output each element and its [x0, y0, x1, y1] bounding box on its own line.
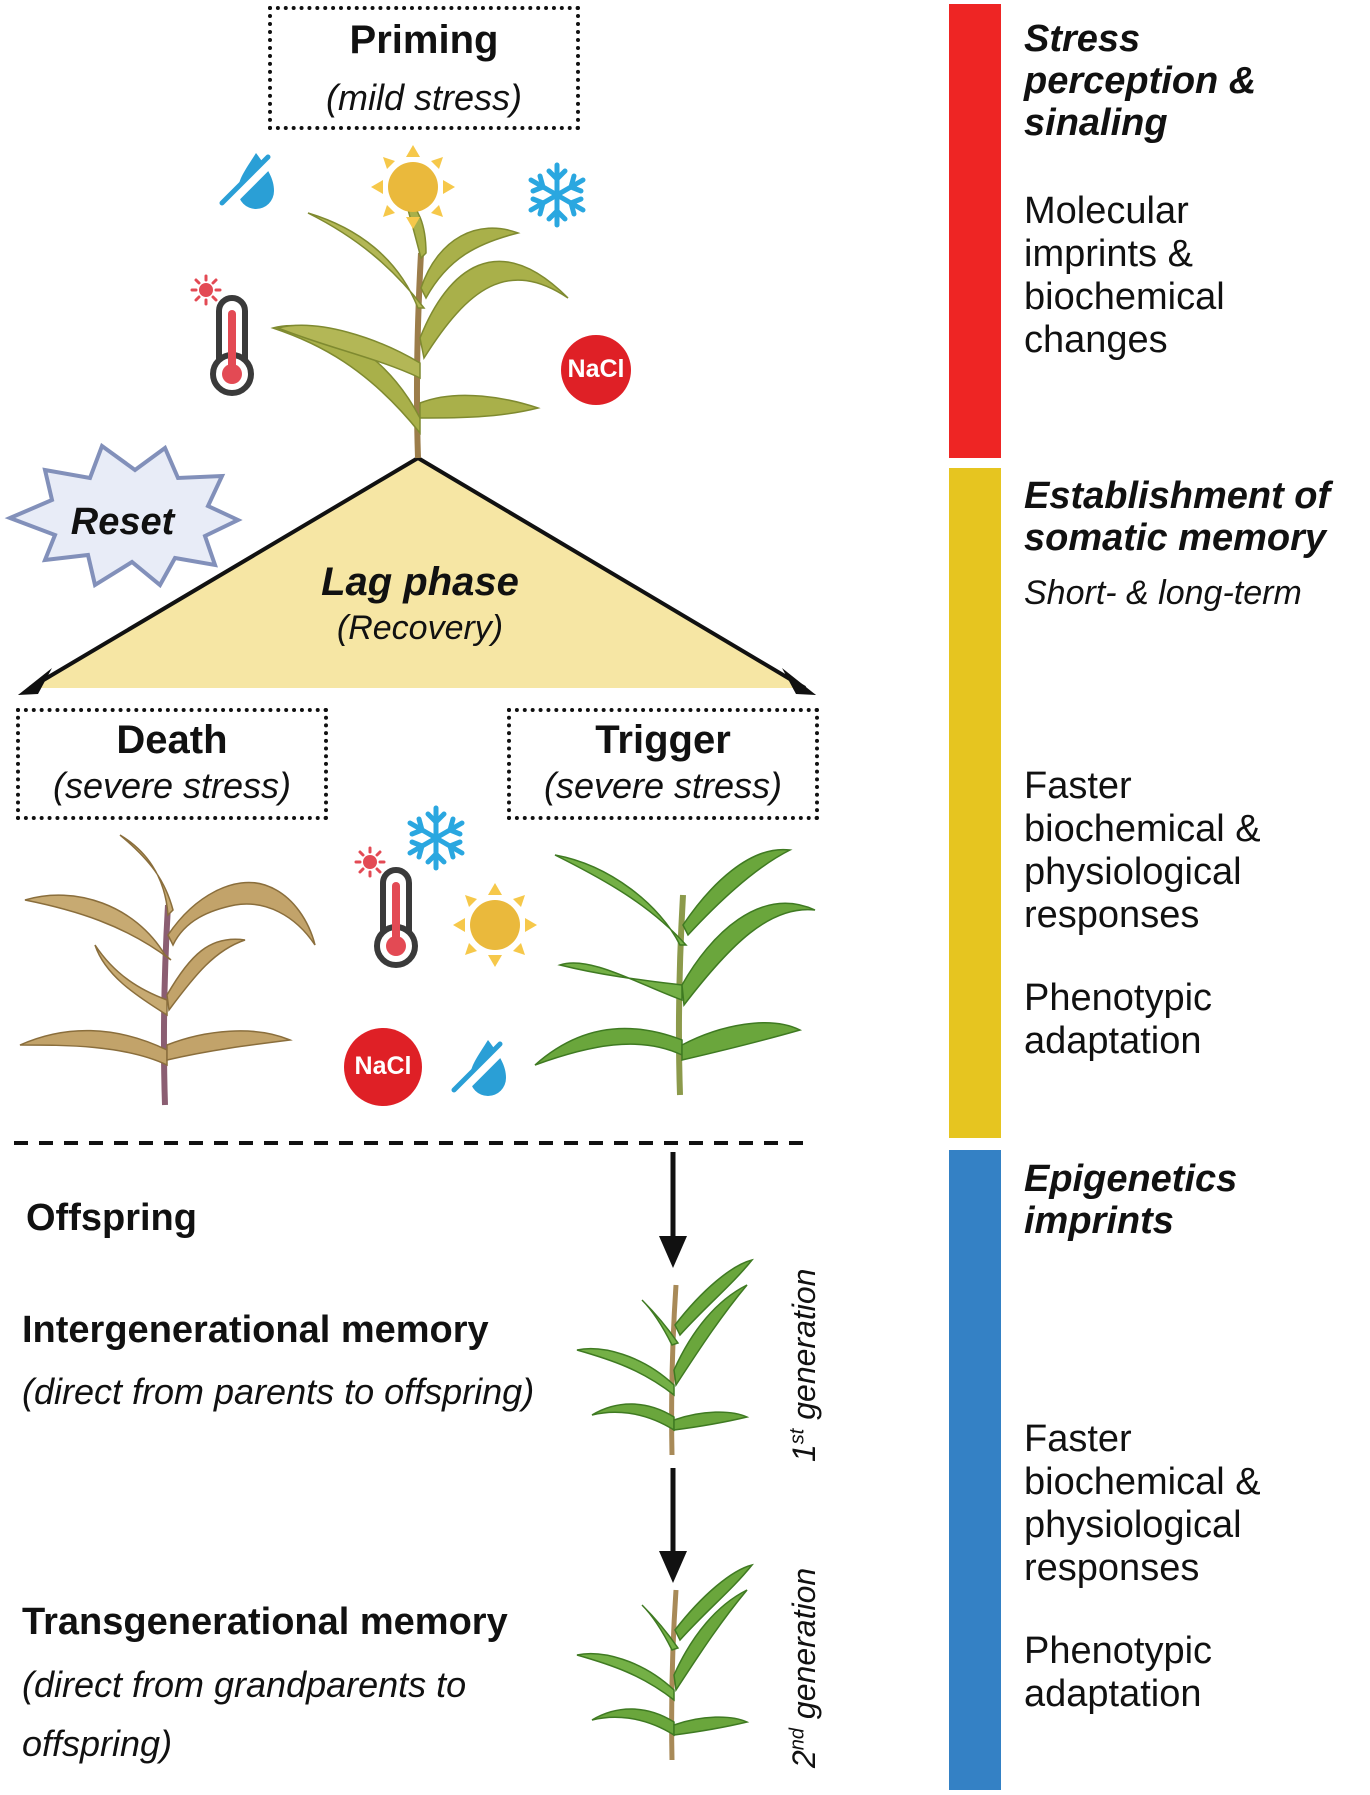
priming-title: Priming — [349, 18, 499, 62]
sun-icon-2 — [453, 883, 537, 967]
somatic-memory-bar — [949, 468, 1001, 1138]
lag-phase-subtitle: (Recovery) — [336, 609, 504, 647]
second-generation-plant — [576, 1563, 754, 1761]
thermometer-icon-2 — [356, 848, 415, 965]
intergenerational-title: Intergenerational memory — [22, 1309, 489, 1351]
epigenetics-bar — [949, 1150, 1001, 1790]
molecular-imprints-text: Molecular imprints & biochemical changes — [1024, 190, 1225, 361]
snowflake-icon — [531, 165, 583, 225]
nacl-label: NaCl — [567, 355, 625, 383]
trigger-subtitle: (severe stress) — [543, 765, 783, 806]
thermometer-icon — [192, 276, 251, 393]
second-generation-label: 2nd generation — [786, 1567, 822, 1768]
snowflake-icon-2 — [410, 808, 462, 868]
transgenerational-subtitle-line1: (direct from grandparents to — [22, 1664, 467, 1705]
left-arrowhead — [18, 668, 52, 695]
death-title: Death — [116, 718, 228, 762]
reset-burst-icon — [4, 442, 243, 589]
first-generation-plant — [576, 1258, 754, 1456]
drought-icon — [222, 153, 274, 209]
right-arrowhead — [782, 668, 816, 695]
lag-phase-triangle — [18, 456, 816, 695]
trigger-box — [507, 708, 819, 820]
drought-icon-2 — [454, 1040, 506, 1096]
trigger-title: Trigger — [595, 718, 731, 762]
somatic-faster-responses-text: Faster biochemical & physiological respo… — [1024, 765, 1261, 936]
first-generation-label: 1st generation — [786, 1268, 822, 1462]
stress-perception-bar — [949, 4, 1001, 458]
somatic-memory-subtitle: Short- & long-term — [1024, 574, 1302, 612]
death-box — [16, 708, 328, 820]
stress-perception-heading: Stress perception & sinaling — [1024, 18, 1257, 144]
trigger-plant — [534, 848, 816, 1096]
offspring-label: Offspring — [26, 1197, 197, 1239]
death-subtitle: (severe stress) — [52, 765, 292, 806]
reset-label: Reset — [70, 501, 175, 543]
epigenetics-heading: Epigenetics imprints — [1024, 1158, 1238, 1242]
epigenetic-faster-responses-text: Faster biochemical & physiological respo… — [1024, 1418, 1261, 1589]
nacl-icon — [561, 335, 631, 405]
lag-phase-title: Lag phase — [321, 560, 519, 604]
transgenerational-subtitle-line2: offspring) — [22, 1723, 173, 1764]
somatic-phenotypic-adaptation-text: Phenotypic adaptation — [1024, 977, 1213, 1062]
epigenetic-phenotypic-adaptation-text: Phenotypic adaptation — [1024, 1630, 1213, 1715]
somatic-memory-heading: Establishment of somatic memory — [1024, 475, 1331, 559]
nacl-label-2: NaCl — [354, 1052, 412, 1080]
priming-plant — [270, 192, 569, 459]
priming-subtitle: (mild stress) — [326, 77, 522, 118]
dead-plant — [19, 834, 316, 1106]
arrow-to-first-generation — [659, 1152, 687, 1268]
intergenerational-subtitle: (direct from parents to offspring) — [22, 1371, 535, 1412]
priming-box — [268, 6, 580, 130]
arrow-to-second-generation — [659, 1468, 687, 1583]
transgenerational-title: Transgenerational memory — [22, 1601, 508, 1643]
nacl-icon-2 — [344, 1028, 422, 1106]
